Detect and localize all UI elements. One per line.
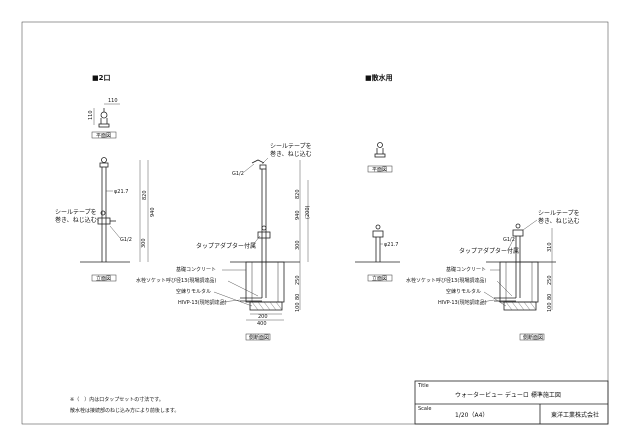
right-dim-80: 80 xyxy=(547,294,553,300)
left-seal-tape-line2: 巻き、ねじ込む xyxy=(55,216,97,224)
right-foundation-label: 基礎コンクリート xyxy=(446,266,486,273)
side-width-200: 200 xyxy=(258,314,268,320)
left-dim-g12: G1/2 xyxy=(120,237,132,243)
left-elevation-view: 820 940 300 φ21.7 G1/2 シールテープを 巻き、ねじ込む 立… xyxy=(55,157,156,282)
right-section-title: ■散水用 xyxy=(365,73,393,82)
side-dim-250: 250 xyxy=(295,275,301,285)
side-dim-200p: (200) xyxy=(305,206,311,219)
left-elevation-label: 立面図 xyxy=(96,275,111,282)
left-dim-820: 820 xyxy=(142,190,148,200)
right-dim-g12: G1/2 xyxy=(503,237,515,243)
right-dim-250: 250 xyxy=(547,275,553,285)
right-side-label: 側断面図 xyxy=(523,334,543,341)
note-line-1: ※（ ）内は口タップセットの寸法です。 xyxy=(70,396,164,403)
scale-label: Scale xyxy=(418,406,431,412)
side-seal-tape-line1: シールテープを xyxy=(270,143,312,150)
note-line-2: 散水栓は接続部のねじ込み方により前後します。 xyxy=(70,407,179,414)
left-mortar-label: 空練りモルタル xyxy=(176,288,211,295)
right-seal-tape-line1: シールテープを xyxy=(538,210,580,217)
right-elevation-view: φ21.7 立面図 xyxy=(355,224,400,282)
plan-dim-110-side: 110 xyxy=(88,110,94,120)
left-section-title: ■2口 xyxy=(92,74,110,82)
left-dim-300: 300 xyxy=(141,238,147,248)
right-seal-tape-line2: 巻き、ねじ込む xyxy=(538,217,580,225)
side-dim-100: 100 xyxy=(295,302,301,312)
right-tap-adapter: タップアダプター付属 xyxy=(459,247,519,255)
side-dim-80: 80 xyxy=(295,294,301,300)
side-dim-300: 300 xyxy=(295,240,301,250)
side-dim-g12: G1/2 xyxy=(232,171,244,177)
left-side-section-view: 820 940 (200) 300 250 80 100 200 400 G1/… xyxy=(136,143,312,341)
drawing-frame xyxy=(21,21,609,425)
left-plan-label: 平面図 xyxy=(96,133,111,139)
left-pipe-label: HIVP-13(現地調達品) xyxy=(178,299,227,306)
right-elevation-label: 立面図 xyxy=(372,275,387,282)
right-pipe-label: HIVP-13(現地調達品) xyxy=(438,299,487,306)
right-mortar-label: 空練りモルタル xyxy=(446,288,481,295)
left-side-label: 側断面図 xyxy=(249,334,269,341)
side-dim-940: 940 xyxy=(295,210,301,220)
side-tap-adapter: タップアダプター付属 xyxy=(196,242,256,250)
company-name: 東洋工業株式会社 xyxy=(551,411,599,419)
drawing-title: ウォータービュー デューロ 標準施工図 xyxy=(455,391,561,399)
title-label: Title xyxy=(417,383,429,389)
left-socket-label: 水栓ソケット呼び径13(現場調達品) xyxy=(136,277,216,284)
right-dim-310: 310 xyxy=(547,242,553,252)
right-plan-label: 平面図 xyxy=(372,167,387,173)
left-foundation-label: 基礎コンクリート xyxy=(176,266,216,273)
side-width-400: 400 xyxy=(257,321,267,327)
title-block: Title ウォータービュー デューロ 標準施工図 Scale 1/20（A4）… xyxy=(414,380,609,425)
right-dim-100: 100 xyxy=(547,302,553,312)
side-seal-tape-line2: 巻き、ねじ込む xyxy=(270,150,312,158)
right-socket-label: 水栓ソケット呼び径13(現場調達品) xyxy=(406,277,486,284)
side-dim-820: 820 xyxy=(295,189,301,199)
right-plan-view: 平面図 xyxy=(367,142,393,173)
left-plan-view: 110 110 平面図 xyxy=(88,98,120,139)
plan-dim-110-top: 110 xyxy=(108,98,118,104)
scale-value: 1/20（A4） xyxy=(455,412,488,419)
left-dim-940: 940 xyxy=(150,207,156,217)
left-seal-tape-line1: シールテープを xyxy=(55,209,97,216)
left-dim-phi: φ21.7 xyxy=(114,189,128,195)
right-side-section-view: 310 250 80 100 G1/2 シールテープを 巻き、ねじ込む タップア… xyxy=(406,210,580,341)
right-dim-phi: φ21.7 xyxy=(384,242,398,248)
